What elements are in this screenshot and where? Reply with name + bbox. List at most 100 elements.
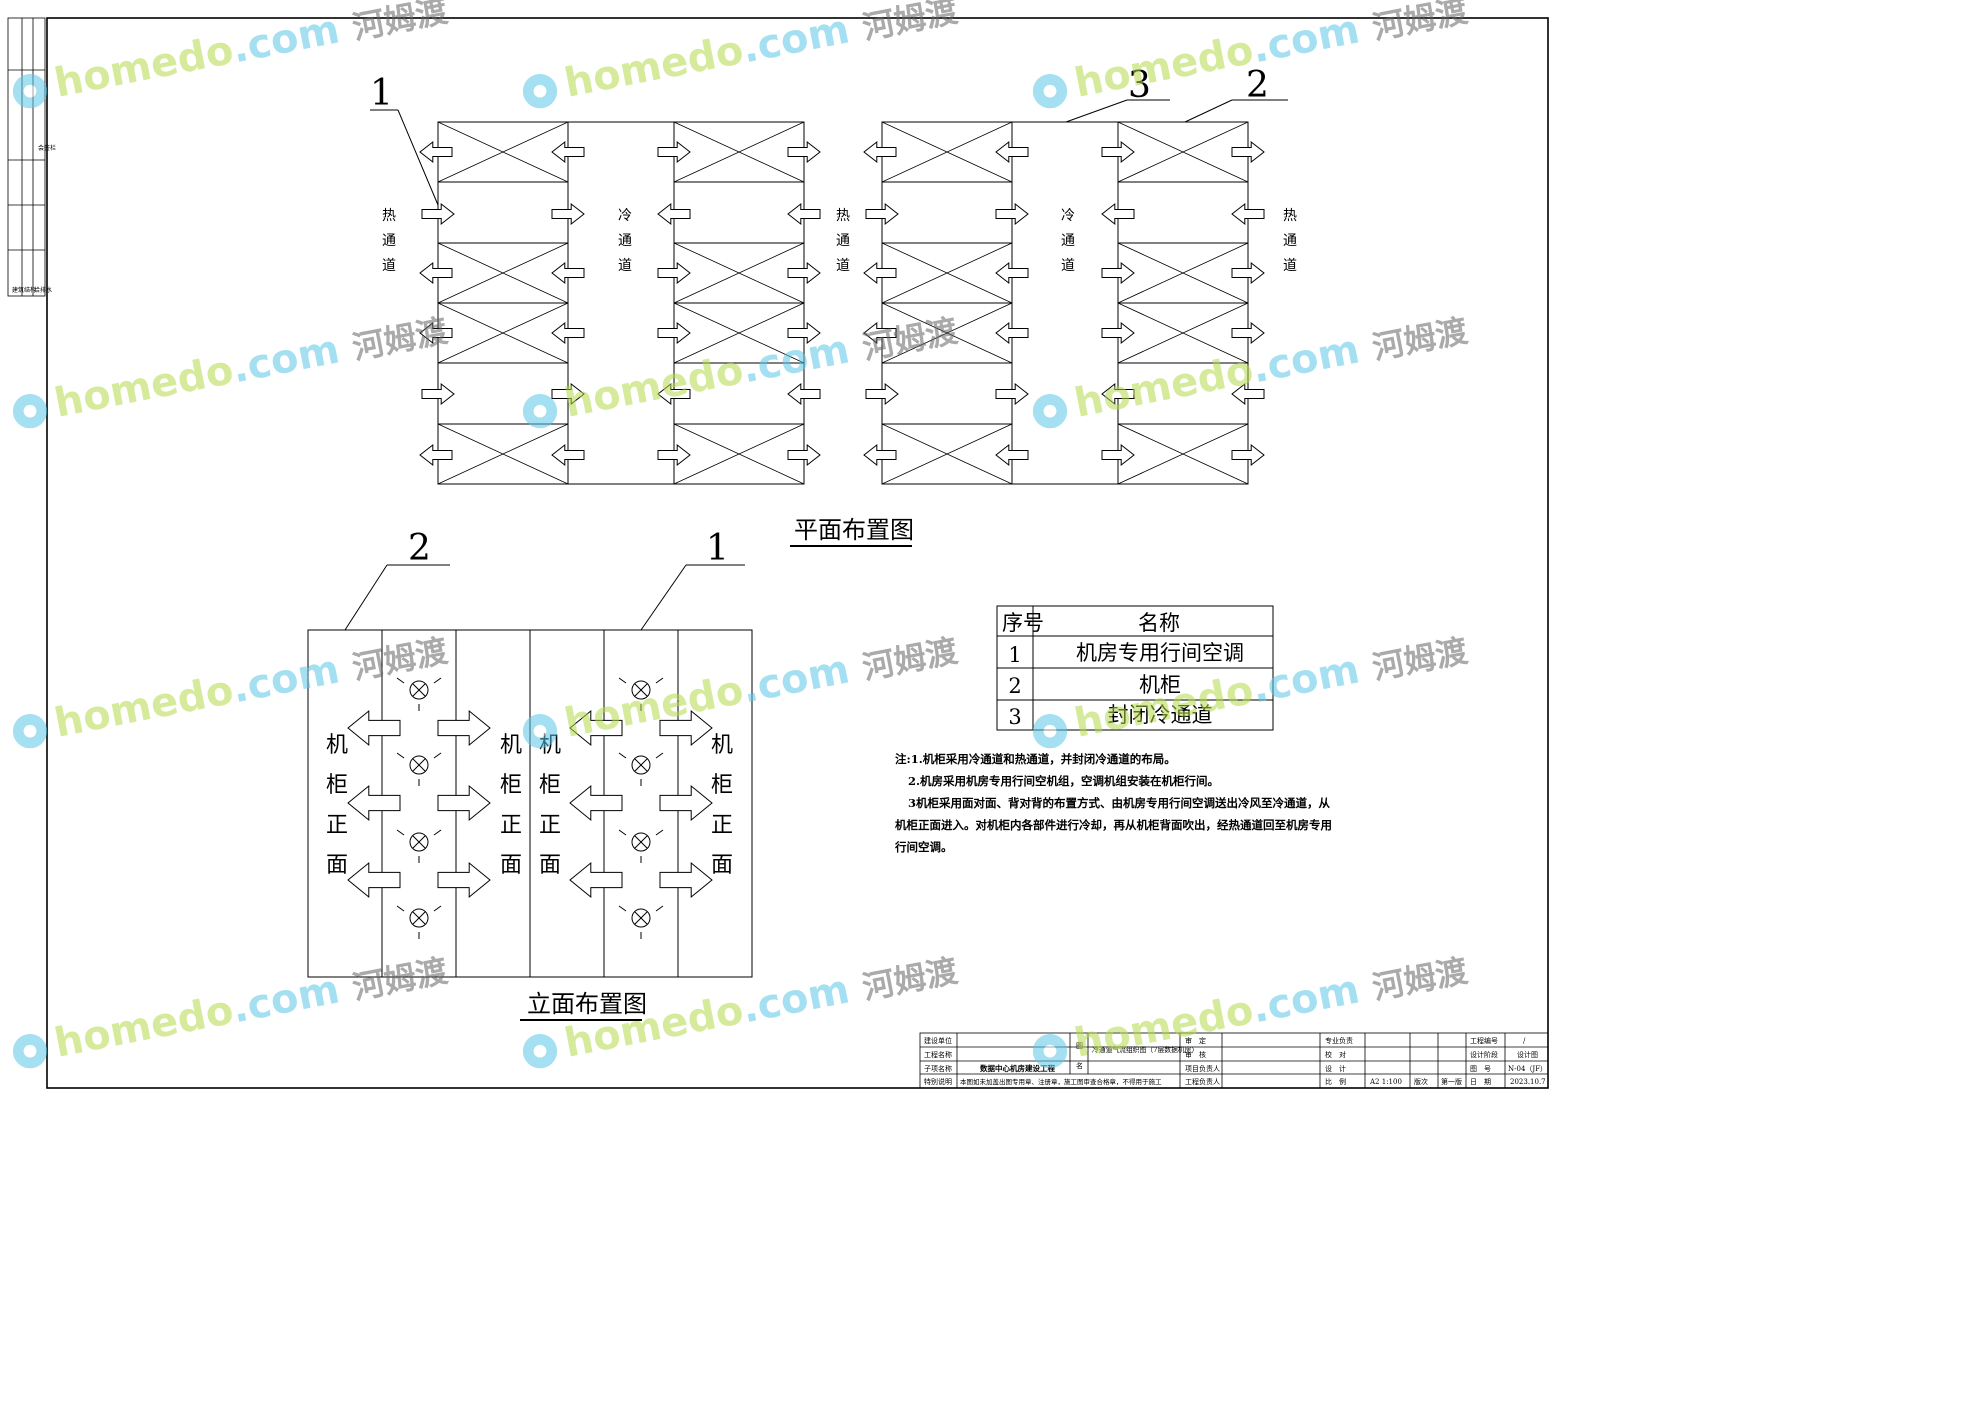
fan-icon [412, 835, 426, 849]
airflow-arrow [863, 140, 897, 164]
tb-label: 专业负责 [1325, 1036, 1353, 1045]
fan-icon [412, 683, 426, 697]
cabinet-cross-mark [673, 242, 805, 304]
callout-1-leader [397, 109, 439, 206]
tb-label: 项目负责人 [1185, 1064, 1220, 1073]
cabinet-front-char: 柜 [500, 773, 522, 798]
airflow-arrow [657, 321, 691, 345]
airflow-arrow [787, 443, 821, 467]
left-sign-strip: 会签栏 建筑 结构 给排水 [7, 17, 56, 297]
legend-row-no: 3 [1008, 705, 1021, 729]
fan-ray [433, 677, 442, 684]
tb-label: 日 期 [1470, 1078, 1491, 1086]
elevation-view: 机 柜 正 面 机 柜 正 面 机 柜 正 面 机 柜 正 面 2 1 立面布 [307, 528, 753, 1021]
strip-label-2: 建筑 [12, 286, 24, 294]
cabinet-front-char: 面 [500, 853, 522, 878]
airflow-arrow [551, 261, 585, 285]
plan-view: 热 通 道 冷 通 道 热 通 道 冷 通 道 热 通 道 1 3 [370, 65, 1297, 547]
legend-row-no: 2 [1008, 674, 1021, 698]
strip-label-4: 给排水 [34, 286, 52, 294]
airflow-arrow [1101, 321, 1135, 345]
fan-ray [396, 829, 405, 836]
hot-aisle-char: 通 [836, 233, 850, 249]
tb-project-no: / [1523, 1037, 1526, 1045]
airflow-arrow [863, 261, 897, 285]
airflow-arrow [865, 382, 899, 406]
cabinet-cross-mark [1117, 121, 1249, 183]
fan-icon [634, 683, 648, 697]
cold-aisle-char: 通 [618, 233, 632, 249]
elevation-view-title: 立面布置图 [527, 990, 647, 1018]
airflow-arrow [419, 140, 453, 164]
legend-row-name: 机房专用行间空调 [1076, 641, 1244, 665]
fan-ray [433, 752, 442, 759]
tb-label: 建设单位 [924, 1036, 952, 1045]
cold-aisle-char: 通 [1061, 233, 1075, 249]
sheet-border [46, 17, 1549, 1089]
airflow-arrow [863, 443, 897, 467]
design-notes: 注:1.机柜采用冷通道和热通道，并封闭冷通道的布局。 2.机房采用机房专用行间空… [894, 752, 1332, 854]
airflow-arrow [657, 261, 691, 285]
cabinet-cross-mark [673, 302, 805, 364]
drawing-sheet: 会签栏 建筑 结构 给排水 热 通 道 冷 通 道 热 通 道 冷 通 [7, 17, 1549, 1089]
tb-label: 比 例 [1325, 1077, 1346, 1086]
cabinet-front-char: 柜 [326, 773, 348, 798]
airflow-arrow [995, 443, 1029, 467]
airflow-arrow [347, 709, 401, 747]
hot-aisle-char: 道 [1283, 258, 1297, 274]
fan-ray [433, 905, 442, 912]
cabinet-cross-mark [881, 242, 1013, 304]
tb-special-note: 本图如未加盖出图专用章、注册章，施工图审查合格章，不得用于施工 [960, 1077, 1162, 1086]
fan-ray [618, 905, 627, 912]
airflow-arrow [1101, 202, 1135, 226]
airflow-arrow [551, 321, 585, 345]
cold-aisle-char: 冷 [1061, 208, 1075, 224]
airflow-arrow [863, 321, 897, 345]
tb-label: 特别说明 [924, 1077, 952, 1086]
airflow-arrow [551, 202, 585, 226]
legend-table: 序号 名称 1 机房专用行间空调 2 机柜 3 封闭冷通道 [996, 605, 1274, 731]
callout-1-number: 1 [370, 73, 393, 114]
tb-date: 2023.10.7 [1510, 1078, 1546, 1086]
hot-aisle-char: 热 [382, 208, 396, 224]
airflow-arrow [1231, 140, 1265, 164]
hot-aisle-char: 道 [382, 258, 396, 274]
tb-fig-label: 图 [1076, 1042, 1083, 1050]
cabinet-cross-mark [1117, 423, 1249, 485]
fan-ray [396, 752, 405, 759]
strip-label-3: 结构 [24, 286, 36, 294]
airflow-arrow [419, 321, 453, 345]
fan-ray [655, 829, 664, 836]
airflow-arrow [659, 709, 713, 747]
airflow-arrow [787, 261, 821, 285]
airflow-arrow [421, 382, 455, 406]
cabinet-cross-mark [881, 302, 1013, 364]
hot-aisle-char: 通 [1283, 233, 1297, 249]
fan-ray [655, 677, 664, 684]
airflow-arrow [421, 202, 455, 226]
airflow-arrow [659, 784, 713, 822]
fan-icon [412, 911, 426, 925]
cabinet-front-char: 正 [500, 813, 522, 838]
cabinet-front-char: 柜 [711, 773, 733, 798]
cold-aisle-char: 道 [618, 258, 632, 274]
note-line: 注:1.机柜采用冷通道和热通道，并封闭冷通道的布局。 [895, 752, 1176, 766]
airflow-arrow [1101, 382, 1135, 406]
cabinet-cross-mark [1117, 302, 1249, 364]
fan-ray [433, 829, 442, 836]
cold-aisle-char: 道 [1061, 258, 1075, 274]
cabinet-cross-mark [437, 302, 569, 364]
airflow-arrow [657, 140, 691, 164]
hot-aisle-char: 道 [836, 258, 850, 274]
tb-label: 工程名称 [924, 1050, 952, 1059]
title-block: 建设单位 工程名称 子项名称 特别说明 数据中心机房建设工程 本图如未加盖出图专… [919, 1032, 1549, 1089]
fan-icon [634, 911, 648, 925]
tb-label: 设计阶段 [1470, 1050, 1498, 1059]
airflow-arrow [1101, 261, 1135, 285]
airflow-arrow [657, 202, 691, 226]
legend-row-no: 1 [1008, 643, 1021, 667]
callout-2-number: 2 [1246, 65, 1269, 106]
airflow-arrow [787, 140, 821, 164]
tb-label: 设 计 [1325, 1064, 1346, 1073]
fan-icon [634, 835, 648, 849]
